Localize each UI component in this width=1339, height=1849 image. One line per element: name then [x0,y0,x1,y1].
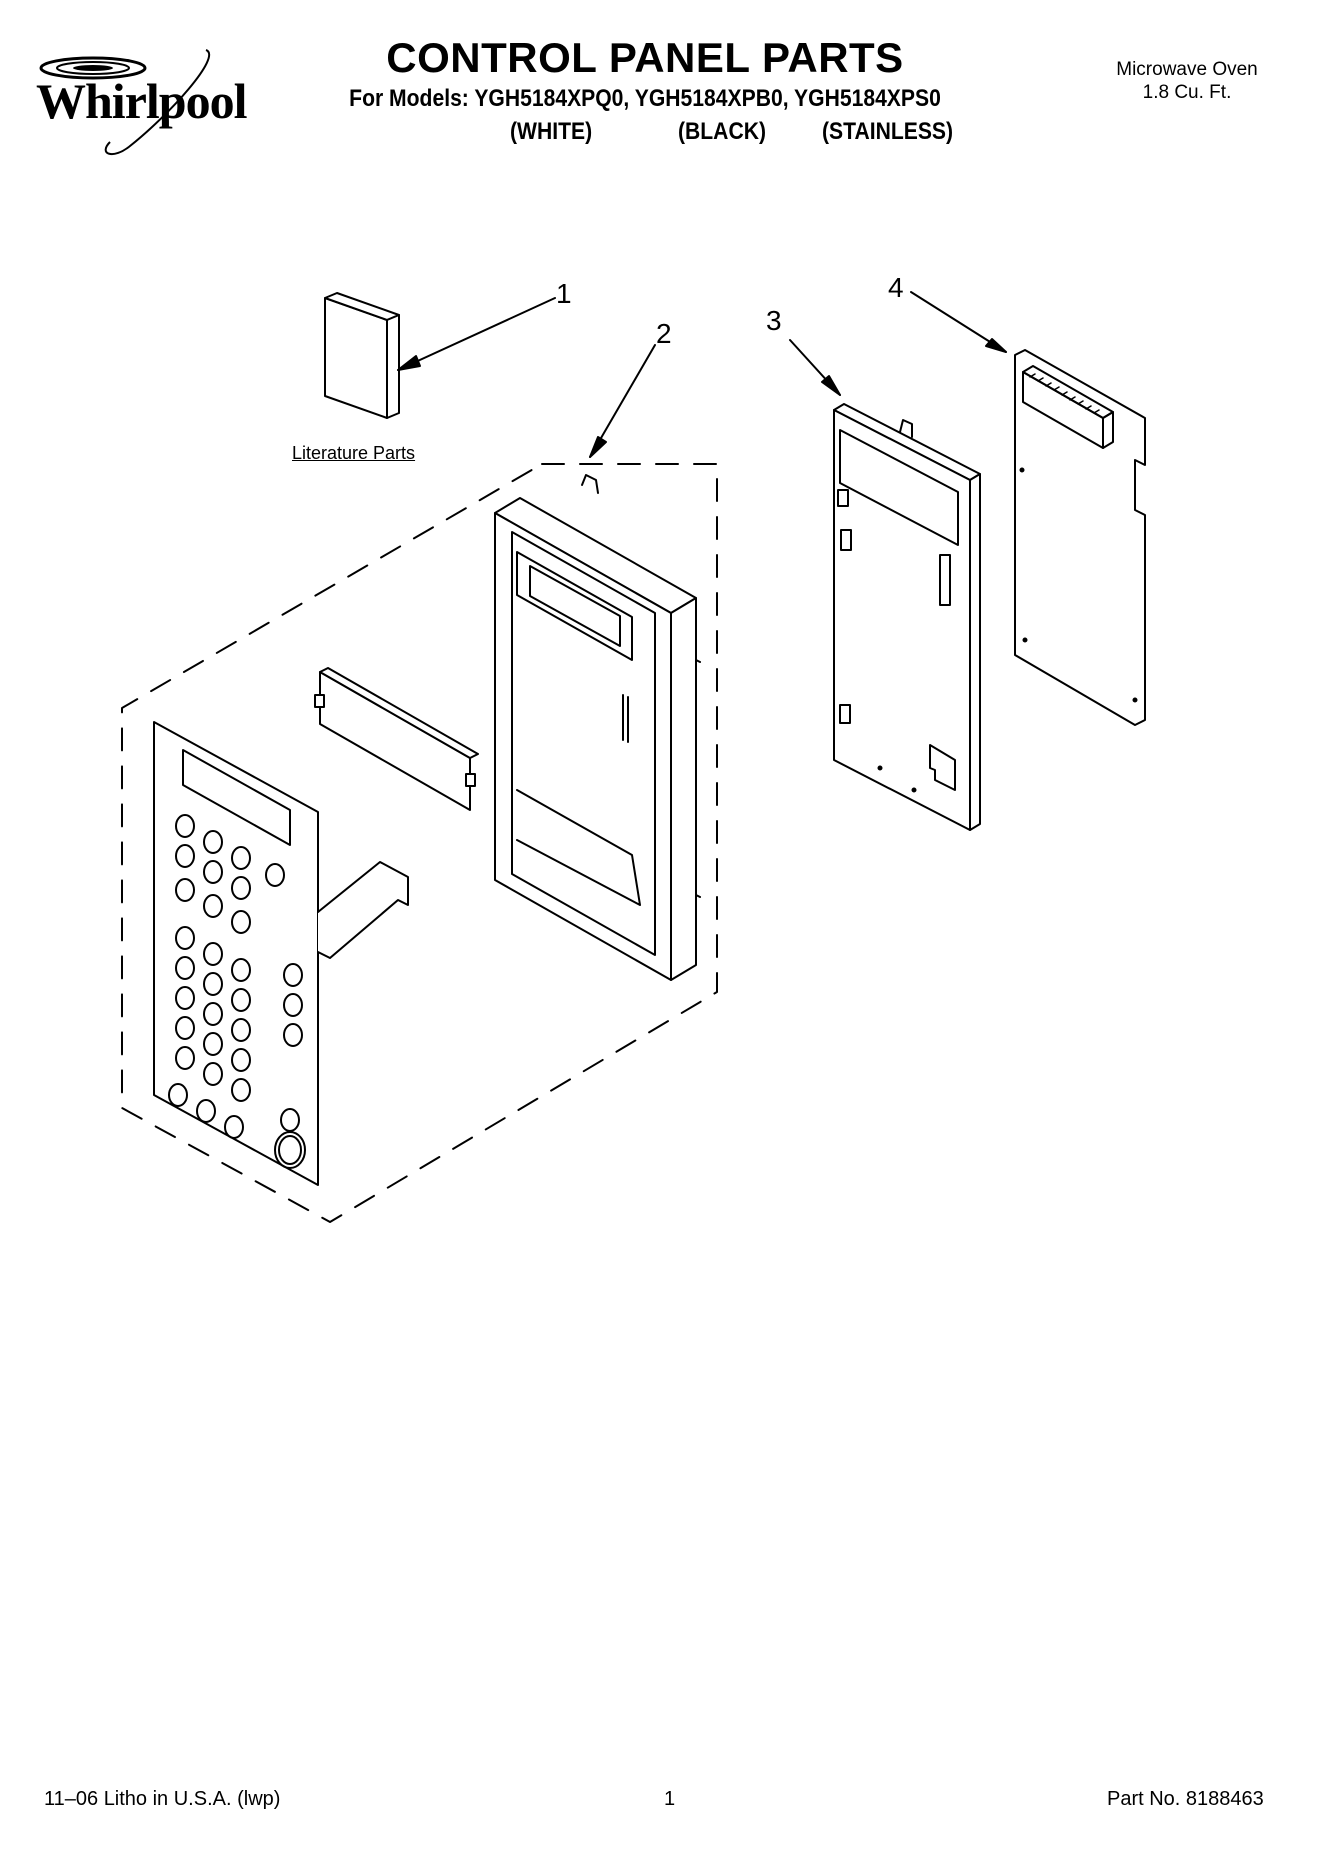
page-title: CONTROL PANEL PARTS [386,34,904,81]
callout-3-number: 3 [766,305,782,336]
finish-stainless: (STAINLESS) [822,118,954,145]
assembly-2-boundary [121,463,718,1223]
models-line: For Models: YGH5184XPQ0, YGH5184XPB0, YG… [349,85,941,112]
product-info: Microwave Oven 1.8 Cu. Ft. [1087,58,1287,104]
callout-4-arrowhead [985,338,1007,353]
callout-1-number: 1 [556,278,572,309]
whirlpool-logo: Whirlpool [18,46,268,166]
callout-4-number: 4 [888,272,904,303]
product-capacity: 1.8 Cu. Ft. [1142,82,1232,103]
part-4-control-board [1014,349,1146,726]
callout-3-arrowhead [821,375,841,396]
page-number: 1 [664,1788,676,1810]
logo-swirl-icon [39,49,211,156]
brand-name: Whirlpool [36,73,247,129]
part-2-display-window [314,667,479,811]
callout-2-number: 2 [656,318,672,349]
callout-1-leader [397,297,556,371]
keypad-buttons [168,814,306,1169]
part-2-keypad-membrane [153,721,409,1186]
product-type: Microwave Oven [1116,59,1258,80]
callout-2-arrowhead [589,436,607,458]
finish-white: (WHITE) [510,118,593,145]
finish-black: (BLACK) [678,118,766,145]
literature-parts-label: Literature Parts [292,443,416,463]
print-info: 11–06 Litho in U.S.A. (lwp) [44,1788,281,1810]
part-number: Part No. 8188463 [1107,1788,1264,1810]
part-3-mounting-bracket [833,403,981,831]
part-2-control-panel-frame [494,474,701,981]
part-1-literature-packet [324,292,400,419]
callout-1-arrowhead [397,355,421,371]
